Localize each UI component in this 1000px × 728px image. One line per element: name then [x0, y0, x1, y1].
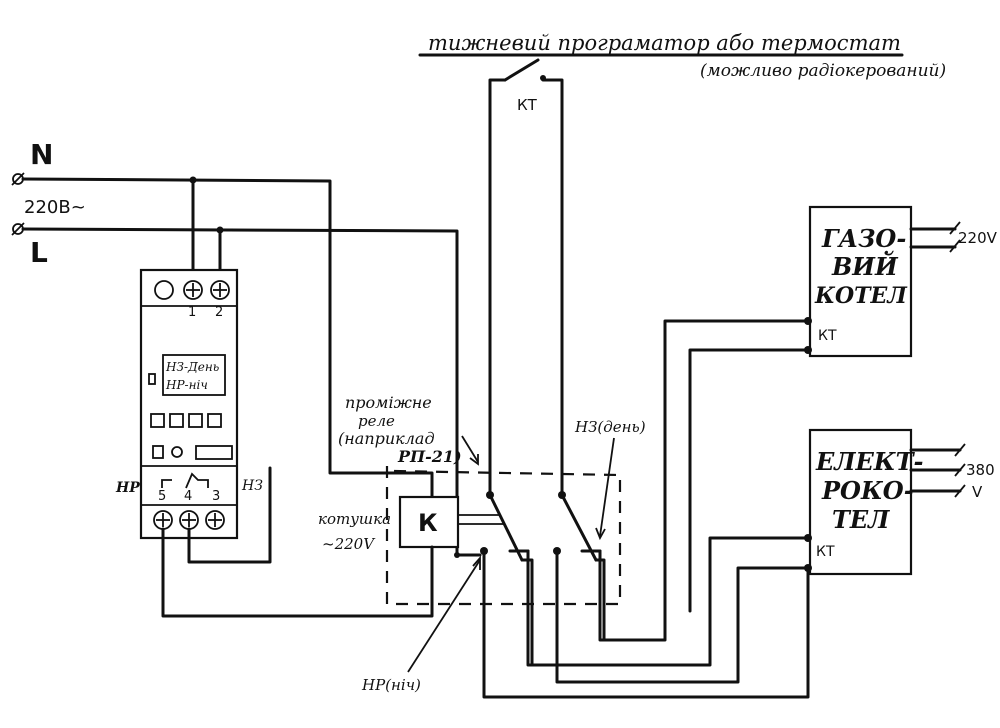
terminal-screw-3 [205, 510, 225, 530]
gas-boiler: ГАЗО- ВИЙ КОТЕЛ 220V КТ [804, 205, 998, 358]
display-line1: НЗ-День [165, 360, 219, 374]
timer-button-2 [169, 413, 184, 428]
coil-symbol: К [418, 509, 438, 537]
timer-bridge-wire [187, 466, 272, 564]
gas-boiler-box [808, 205, 913, 358]
electric-boiler-contact: КТ [816, 544, 835, 560]
relay-label-1: проміжне [345, 393, 432, 412]
electric-boiler-line3: ТЕЛ [832, 505, 890, 534]
terminal-screw-2 [210, 280, 230, 300]
electric-boiler-line2: РОКО- [821, 476, 914, 505]
nr-contact-label: НР [115, 480, 140, 496]
line-label: L [30, 236, 48, 269]
timer-button-1 [150, 413, 165, 428]
neutral-label: N [30, 138, 53, 171]
electric-boiler-line1: ЕЛЕКТ- [815, 447, 923, 476]
programmer-wire-right [541, 78, 564, 497]
contact-blade-1 [488, 493, 524, 562]
terminal-screw-1 [183, 280, 203, 300]
terminal-screw-blank [154, 280, 174, 300]
weekly-programmer: тижневий програматор або термостат (можл… [418, 31, 946, 497]
gas-boiler-contact: КТ [818, 328, 837, 344]
neutral-wire [21, 177, 434, 499]
nr-night-label: НР(ніч) [361, 676, 421, 694]
terminal-label-5: 5 [158, 489, 166, 504]
timer-display [162, 354, 226, 396]
coil-label-1: котушка [318, 510, 391, 528]
terminal-label-3: 3 [212, 489, 220, 504]
timer-button-small [152, 445, 164, 459]
timer-output-wire [161, 527, 388, 618]
programmer-wire-left [488, 78, 507, 497]
gas-boiler-supply: 220V [958, 229, 998, 247]
gas-boiler-line3: КОТЕЛ [814, 283, 908, 309]
line-wire [21, 227, 482, 557]
electric-boiler: ЕЛЕКТ- РОКО- ТЕЛ 380 V КТ [804, 428, 995, 576]
intermediate-relay: проміжне реле (наприклад РП-21) К котушк… [318, 393, 646, 694]
nz-contact-label: НЗ [241, 478, 263, 494]
output-wiring [482, 319, 810, 699]
kt-switch-blade [503, 58, 540, 82]
relay-label-2: реле [358, 412, 395, 430]
terminal-label-2: 2 [215, 305, 223, 320]
timer-button-wide [195, 445, 233, 460]
relay-housing [385, 466, 622, 606]
timer-body [139, 268, 239, 540]
voltage-label: 220В~ [24, 197, 86, 218]
time-relay-module: 1 2 НЗ-День НР-ніч 5 4 3 НР НЗ [115, 268, 388, 618]
relay-coil [398, 495, 460, 549]
electric-boiler-supply-1: 380 [966, 461, 995, 479]
gas-boiler-line1: ГАЗО- [821, 224, 906, 253]
electric-boiler-box [808, 428, 913, 576]
programmer-subtitle: (можливо радіокерований) [700, 61, 946, 81]
gas-boiler-line2: ВИЙ [831, 250, 899, 281]
programmer-contact-label: КТ [517, 96, 538, 114]
timer-button-4 [207, 413, 222, 428]
terminal-label-1: 1 [188, 305, 196, 320]
electric-boiler-supply-2: V [972, 483, 983, 501]
terminal-label-4: 4 [184, 489, 192, 504]
supply-lines: N L 220В~ [11, 138, 482, 558]
display-line2: НР-ніч [165, 378, 208, 392]
relay-label-3: (наприклад [338, 429, 435, 448]
contact-blade-2 [560, 493, 598, 562]
status-indicator [148, 373, 156, 385]
relay-label-4: РП-21) [397, 447, 462, 466]
timer-led [171, 446, 183, 458]
programmer-title: тижневий програматор або термостат [428, 31, 901, 55]
nz-day-label: НЗ(день) [574, 418, 646, 436]
timer-button-3 [188, 413, 203, 428]
coil-label-2: ~220V [322, 535, 376, 553]
